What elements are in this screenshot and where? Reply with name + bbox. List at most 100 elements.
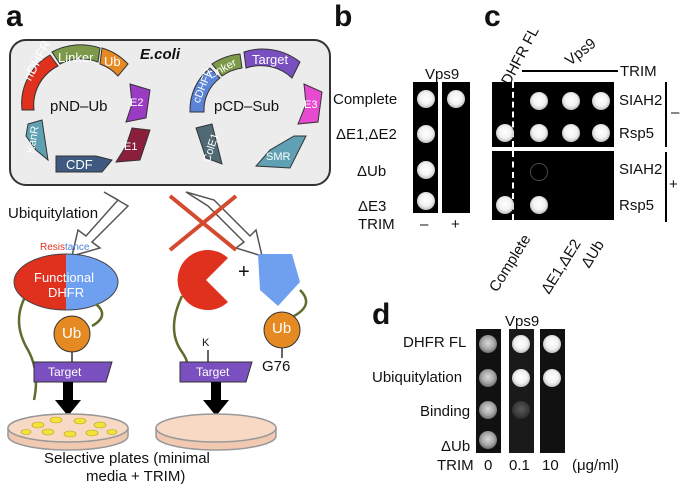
colony-spot: [562, 124, 580, 142]
ubiquitylation-label: Ubiquitylation: [8, 205, 99, 222]
seg-target-plasmid: Target: [252, 52, 289, 67]
d-row-dhfrfl: DHFR FL: [403, 334, 467, 351]
resistance-part2: tance: [65, 242, 90, 253]
down-arrow-right: [203, 382, 229, 416]
panel-b-label: b: [334, 0, 353, 33]
plus-sign: +: [238, 261, 250, 283]
d-trim-0: 0: [484, 457, 493, 474]
colony-spot: [479, 335, 497, 353]
c-row-rsp5-a: Rsp5: [619, 125, 655, 142]
b-trim-minus: –: [420, 216, 429, 233]
colony-spot: [562, 92, 580, 110]
d-lane-10: [540, 329, 565, 453]
b-trim-label: TRIM: [358, 216, 395, 233]
c-divider: [512, 82, 514, 147]
ecoli-cell-box: [9, 39, 331, 186]
colony-spot: [417, 161, 435, 179]
seg-e3: E3: [304, 99, 318, 111]
down-arrow-left: [55, 382, 81, 416]
b-lane-plus: [442, 82, 470, 213]
seg-linker1: Linker: [58, 50, 94, 65]
colony-spot: [479, 431, 497, 449]
functional-label: Functional: [34, 270, 94, 285]
colony-spot: [592, 124, 610, 142]
resistance-part1: Resis: [40, 242, 66, 253]
c-header-vps9: Vps9: [562, 34, 600, 70]
panel-d-label: d: [372, 298, 391, 331]
colony-spot: [512, 369, 530, 387]
plasmid2-name: pCD–Sub: [214, 98, 280, 115]
cross-mark: [168, 194, 238, 252]
seg-e1: E1: [124, 141, 138, 153]
colony-spot: [530, 196, 548, 214]
d-lane-0: [476, 329, 501, 453]
colony-spot-faint: [512, 401, 530, 419]
selective-line1: Selective plates (minimal: [44, 450, 210, 467]
colony-spot: [417, 192, 435, 210]
c-bracket-plus: [665, 152, 667, 222]
d-trim-label: TRIM: [437, 457, 474, 474]
seg-cdf: CDF: [66, 157, 93, 172]
c-header-dhfrfl: DHFR FL: [498, 24, 543, 88]
resistance-label: Resistance: [40, 242, 89, 254]
c-bottom-dub: ΔUb: [578, 237, 608, 272]
c-sign-minus: –: [671, 104, 680, 121]
plasmid-pnd-ub: [21, 44, 151, 173]
d-unit: (μg/ml): [572, 457, 619, 474]
seg-smr: SMR: [266, 151, 291, 163]
ub-label-right: Ub: [272, 320, 292, 337]
d-row-binding: Binding: [420, 403, 471, 420]
ecoli-label: E.coli: [140, 46, 181, 63]
seg-ub: Ub: [104, 54, 121, 69]
k-label: K: [202, 337, 210, 349]
b-row-complete: Complete: [333, 91, 398, 108]
g76-label: G76: [262, 358, 291, 375]
colony-spot: [512, 335, 530, 353]
c-bottom-complete: Complete: [486, 231, 535, 296]
c-row-siah2-a: SIAH2: [619, 92, 663, 109]
plasmid1-name: pND–Ub: [50, 98, 108, 115]
c-bottom-de1de2: ΔE1,ΔE2: [538, 236, 585, 298]
b-trim-plus: +: [451, 216, 460, 233]
d-trim-01: 0.1: [509, 457, 530, 474]
d-row-ubiquitylation: Ubiquitylation: [372, 369, 463, 386]
b-row-de1de2: ΔE1,ΔE2: [336, 126, 397, 143]
c-row-rsp5-b: Rsp5: [619, 197, 655, 214]
d-trim-10: 10: [542, 457, 559, 474]
c-blot-plus: [492, 151, 614, 220]
plasmid-pcd-sub: [189, 48, 323, 169]
plate-right: [155, 413, 277, 451]
c-row-siah2-b: SIAH2: [619, 161, 663, 178]
colony-spot: [530, 92, 548, 110]
functional-dhfr: [13, 253, 119, 401]
colony-spot: [496, 124, 514, 142]
panel-a-figure: [7, 39, 331, 451]
plate-left: [7, 413, 129, 451]
c-trim-label: TRIM: [620, 63, 657, 80]
panel-d-title: Vps9: [505, 313, 540, 330]
colony-spot-faint: [530, 163, 548, 181]
d-lane-01: [509, 329, 534, 453]
b-row-de3: ΔE3: [358, 198, 387, 215]
d-row-dub: ΔUb: [441, 438, 471, 455]
colony-spot: [417, 90, 435, 108]
c-bracket-minus: [665, 82, 667, 147]
colony-spot: [543, 335, 561, 353]
colony-spot: [447, 90, 465, 108]
colony-spot: [417, 125, 435, 143]
b-row-dub: ΔUb: [357, 163, 387, 180]
seg-e2: E2: [130, 97, 144, 109]
b-lane-minus: [413, 82, 438, 213]
target-label-left: Target: [48, 365, 82, 379]
panel-b-title: Vps9: [425, 66, 460, 83]
target-label-right: Target: [196, 365, 230, 379]
c-sign-plus: +: [669, 176, 678, 193]
split-dhfr: [172, 250, 308, 383]
colony-spot: [592, 92, 610, 110]
c-divider: [512, 151, 514, 220]
colony-spot: [496, 196, 514, 214]
panel-a-label: a: [6, 0, 23, 33]
colony-spot: [530, 124, 548, 142]
arrow-no-ubiquitylation: [185, 191, 264, 258]
c-blot-minus: [492, 82, 614, 147]
